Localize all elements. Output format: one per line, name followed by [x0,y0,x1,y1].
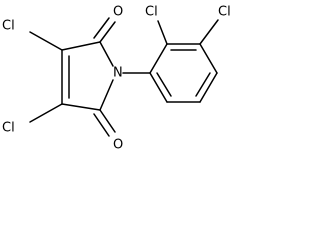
bond-a3-cl [199,19,219,45]
bond-a6-a1-inner [156,72,172,97]
atom-label-o-c5: O [113,138,123,153]
atom-label-cl-c4: Cl [2,121,15,136]
bond-c2-o [99,21,116,43]
atom-label-cl-c3: Cl [2,19,15,34]
bond-a3-a4 [199,43,218,74]
atom-label-cl-aryl-3: Cl [218,5,231,20]
bond-c3-cl [29,31,63,51]
bond-n-c5 [99,79,114,111]
bond-c5-o-double [93,113,110,137]
chemical-structure: Cl Cl O O N Cl Cl [2,5,231,153]
bond-c5-c4 [61,103,101,111]
bond-a4-a5 [199,72,218,103]
atom-label-cl-aryl-2: Cl [145,5,158,20]
bond-c2-c3 [61,41,101,51]
bond-c4-cl [29,103,63,123]
bond-c5-o [99,109,116,133]
bond-c2-o-double [93,17,110,39]
atom-label-o-c2: O [113,5,123,20]
atom-label-n: N [113,66,123,81]
bond-a1-a2 [149,43,168,74]
bond-a6-a1 [149,72,168,103]
bond-a2-cl [157,20,168,45]
bond-a4-a5-inner [195,72,211,97]
bond-c2-n [99,41,114,67]
